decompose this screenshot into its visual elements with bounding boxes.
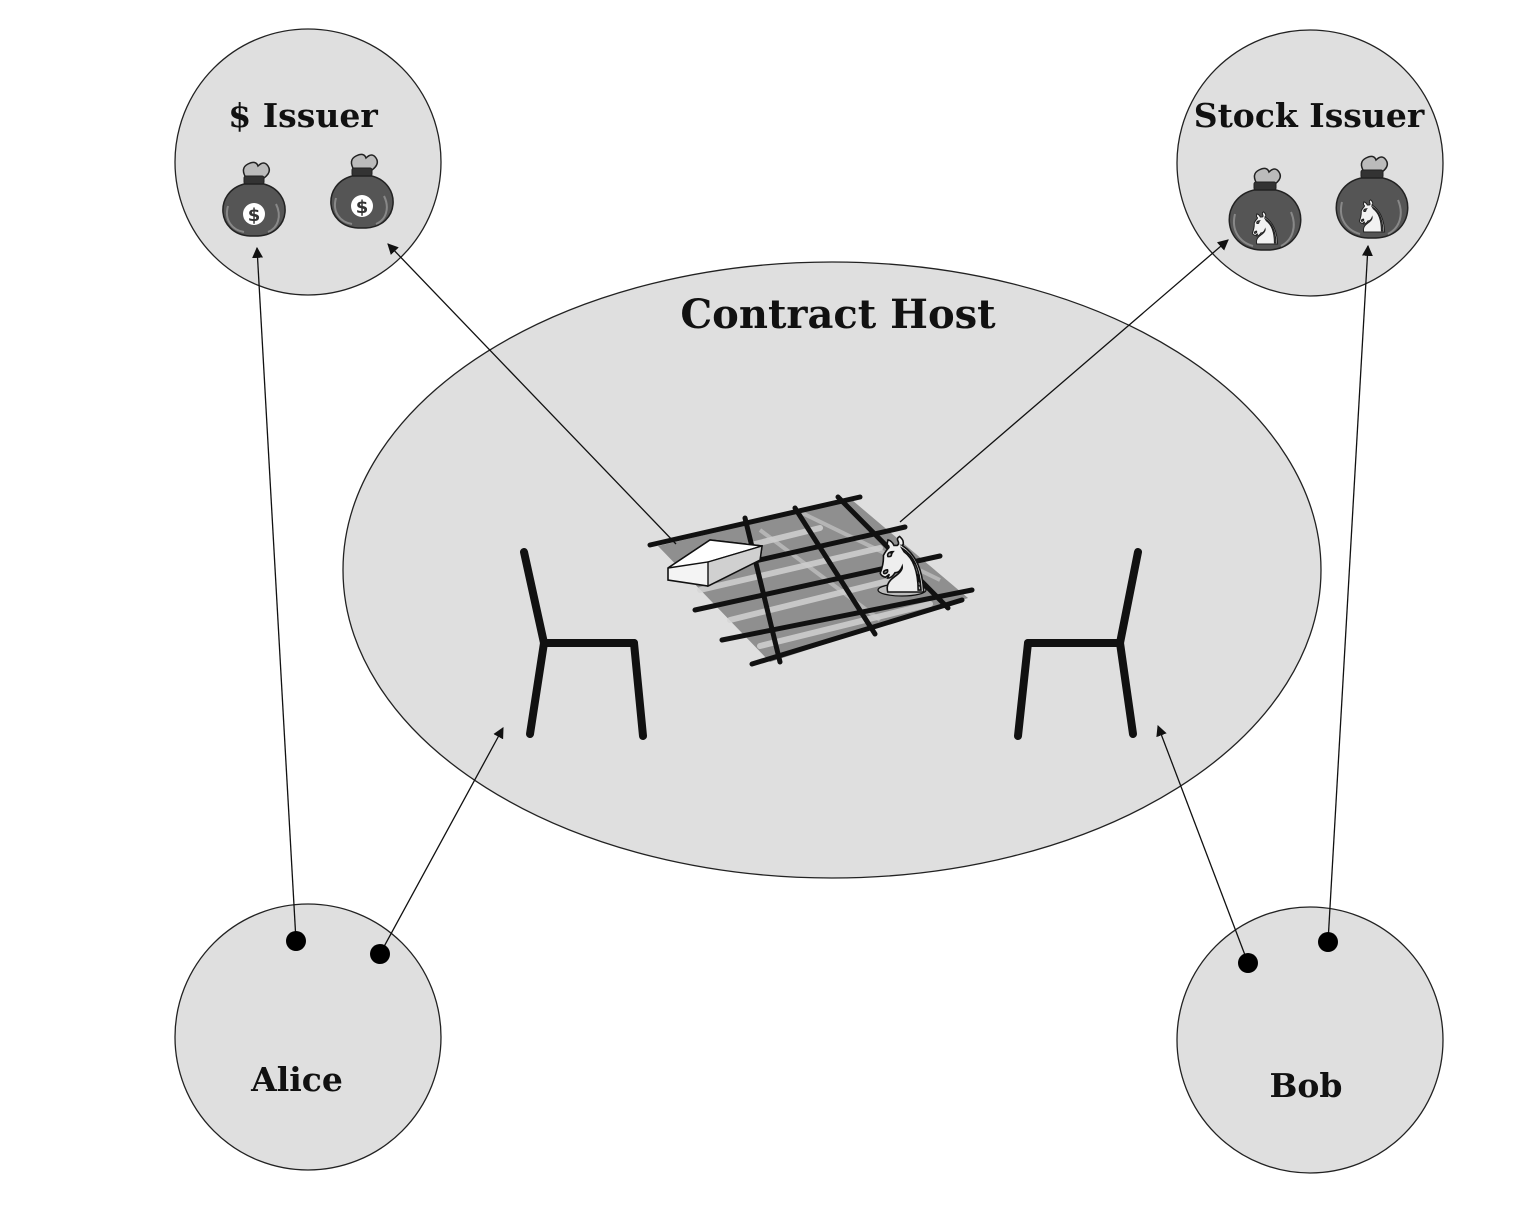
alice-node: Alice (174, 903, 442, 1171)
chair-icon (520, 548, 647, 740)
knight-bag-icon: ♞ (1228, 167, 1302, 256)
arrow-alice-to-dollar-bag (252, 246, 297, 942)
gold-bar-icon (667, 539, 763, 588)
knight-bag-icon: ♞ (1335, 155, 1409, 244)
dollar-symbol: $ (248, 205, 261, 226)
knight-symbol: ♞ (1245, 204, 1284, 255)
dollar-issuer-label: $ Issuer (228, 96, 378, 135)
alice-capability-dot (286, 931, 306, 951)
dollar-issuer-node: $ Issuer $ $ (174, 28, 442, 296)
alice-circle (174, 903, 442, 1171)
chair-icon (1014, 548, 1142, 740)
bob-capability-dot (1238, 953, 1258, 973)
chessboard-icon (647, 494, 975, 667)
contract-host-label: Contract Host (680, 291, 996, 338)
bob-capability-dot (1318, 932, 1338, 952)
money-bag-icon: $ (330, 153, 394, 229)
arrow-alice-to-chair (379, 727, 504, 955)
bob-label: Bob (1270, 1066, 1343, 1105)
knight-icon: ♞ (867, 520, 937, 611)
arrow-bob-to-chair (1156, 724, 1249, 964)
dollar-issuer-circle (174, 28, 442, 296)
stock-issuer-node: Stock Issuer ♞ ♞ (1176, 29, 1444, 297)
money-bag-icon: $ (222, 161, 286, 237)
arrows (252, 239, 1373, 964)
alice-capability-dot (370, 944, 390, 964)
arrow-bob-to-stock-bag (1327, 244, 1373, 943)
bob-node: Bob (1176, 906, 1444, 1174)
alice-label: Alice (250, 1060, 343, 1099)
knight-symbol: ♞ (1352, 192, 1391, 243)
arrow-knight-to-stock-bag (899, 239, 1229, 523)
stock-issuer-circle (1176, 29, 1444, 297)
dollar-symbol: $ (356, 197, 369, 218)
bob-circle (1176, 906, 1444, 1174)
board-knight-symbol: ♞ (868, 521, 936, 610)
arrow-goldbar-to-dollar-bag (387, 243, 677, 545)
stock-issuer-label: Stock Issuer (1194, 96, 1425, 135)
